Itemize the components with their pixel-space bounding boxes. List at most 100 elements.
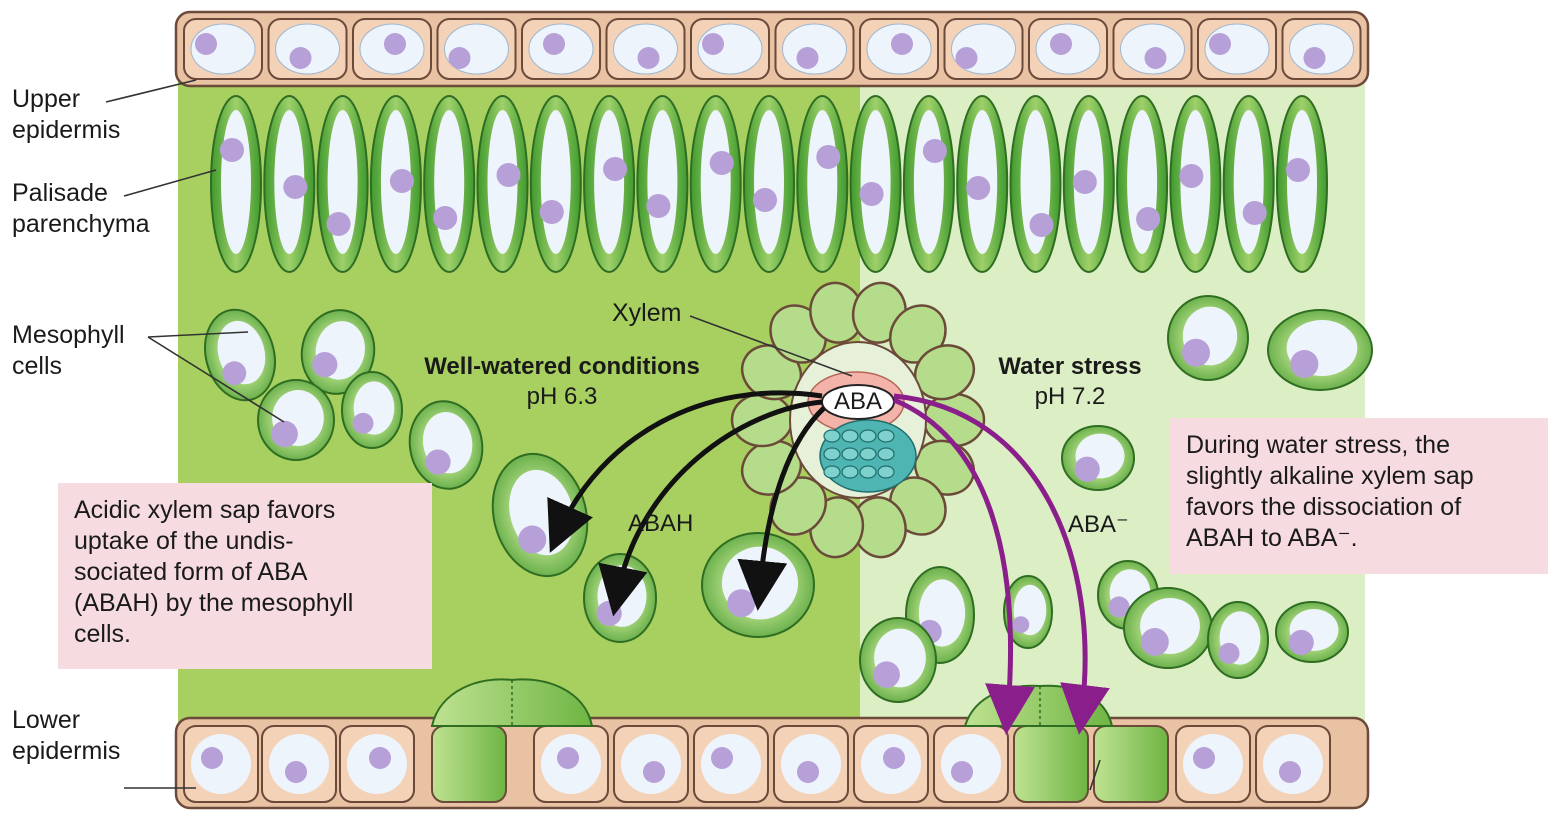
nucleus	[220, 138, 244, 162]
nucleus	[1073, 170, 1097, 194]
palisade-vacuole	[647, 110, 677, 254]
nucleus	[1304, 47, 1326, 69]
nucleus	[195, 33, 217, 55]
epidermal-vacuole	[783, 24, 847, 74]
mesophyll-cell	[258, 380, 334, 460]
nucleus	[603, 157, 627, 181]
phloem-cell	[878, 430, 894, 442]
nucleus	[390, 169, 414, 193]
nucleus	[283, 175, 307, 199]
palisade-vacuole	[701, 110, 731, 254]
palisade-vacuole	[221, 110, 251, 254]
nucleus	[557, 747, 579, 769]
nucleus	[638, 47, 660, 69]
nucleus	[540, 200, 564, 224]
nucleus	[873, 661, 900, 688]
phloem-cell	[878, 448, 894, 460]
phloem-cell	[860, 448, 876, 460]
nucleus	[797, 761, 819, 783]
palisade-vacuole	[754, 110, 784, 254]
nucleus	[883, 747, 905, 769]
phloem-cell	[842, 448, 858, 460]
nucleus	[1050, 33, 1072, 55]
guard-cell	[432, 726, 506, 802]
nucleus	[384, 33, 406, 55]
guard-cell	[1094, 726, 1168, 802]
nucleus	[353, 413, 374, 434]
nucleus	[449, 47, 471, 69]
nucleus	[702, 33, 724, 55]
mesophyll-cell	[860, 618, 936, 702]
nucleus	[951, 761, 973, 783]
mesophyll-cell	[1124, 588, 1212, 668]
nucleus	[327, 212, 351, 236]
nucleus	[816, 145, 840, 169]
palisade-vacuole	[1234, 110, 1264, 254]
palisade-vacuole	[1127, 110, 1157, 254]
nucleus	[711, 747, 733, 769]
phloem-cell	[842, 466, 858, 478]
nucleus	[1279, 761, 1301, 783]
nucleus	[271, 421, 298, 448]
nucleus	[1141, 628, 1169, 656]
phloem-cell	[824, 466, 840, 478]
nucleus	[753, 188, 777, 212]
acidic-sap-note: Acidic xylem sap favorsuptake of the und…	[58, 483, 432, 669]
phloem-cell	[824, 448, 840, 460]
nucleus	[543, 33, 565, 55]
nucleus	[1145, 47, 1167, 69]
phloem-cell	[824, 430, 840, 442]
abah-label: ABAH	[628, 510, 693, 538]
nucleus	[1243, 201, 1267, 225]
palisade-parenchyma-label: Palisadeparenchyma	[12, 178, 150, 240]
palisade-vacuole	[807, 110, 837, 254]
nucleus	[285, 761, 307, 783]
nucleus	[643, 761, 665, 783]
water-stress-title: Water stress pH 7.2	[978, 352, 1162, 412]
nucleus	[1209, 33, 1231, 55]
mesophyll-cell	[1276, 602, 1348, 662]
nucleus	[1290, 350, 1318, 378]
nucleus	[290, 47, 312, 69]
nucleus	[1219, 643, 1240, 664]
aba-center-label: ABA	[828, 388, 888, 416]
palisade-vacuole	[1287, 110, 1317, 254]
nucleus	[1136, 207, 1160, 231]
nucleus	[497, 163, 521, 187]
nucleus	[710, 151, 734, 175]
palisade-vacuole	[861, 110, 891, 254]
nucleus	[1030, 213, 1054, 237]
epidermal-vacuole	[1290, 24, 1354, 74]
mesophyll-cell	[1168, 296, 1248, 380]
phloem-cell	[842, 430, 858, 442]
mesophyll-cell	[1208, 602, 1268, 678]
epidermal-vacuole	[941, 734, 1001, 794]
nucleus	[646, 194, 670, 218]
palisade-vacuole	[594, 110, 624, 254]
guard-cell	[1014, 726, 1088, 802]
phloem-cell	[860, 430, 876, 442]
xylem-label: Xylem	[612, 298, 681, 329]
mesophyll-cell	[1062, 426, 1134, 490]
palisade-vacuole	[914, 110, 944, 254]
well-watered-title: Well-watered conditions pH 6.3	[388, 352, 736, 412]
upper-epidermis-layer	[176, 12, 1368, 86]
nucleus	[1182, 339, 1210, 367]
nucleus	[727, 589, 755, 617]
nucleus	[1075, 457, 1100, 482]
nucleus	[369, 747, 391, 769]
nucleus	[891, 33, 913, 55]
palisade-vacuole	[434, 110, 464, 254]
nucleus	[966, 176, 990, 200]
nucleus	[597, 601, 622, 626]
palisade-vacuole	[541, 110, 571, 254]
nucleus	[797, 47, 819, 69]
epidermal-vacuole	[276, 24, 340, 74]
nucleus	[1286, 158, 1310, 182]
nucleus	[433, 206, 457, 230]
